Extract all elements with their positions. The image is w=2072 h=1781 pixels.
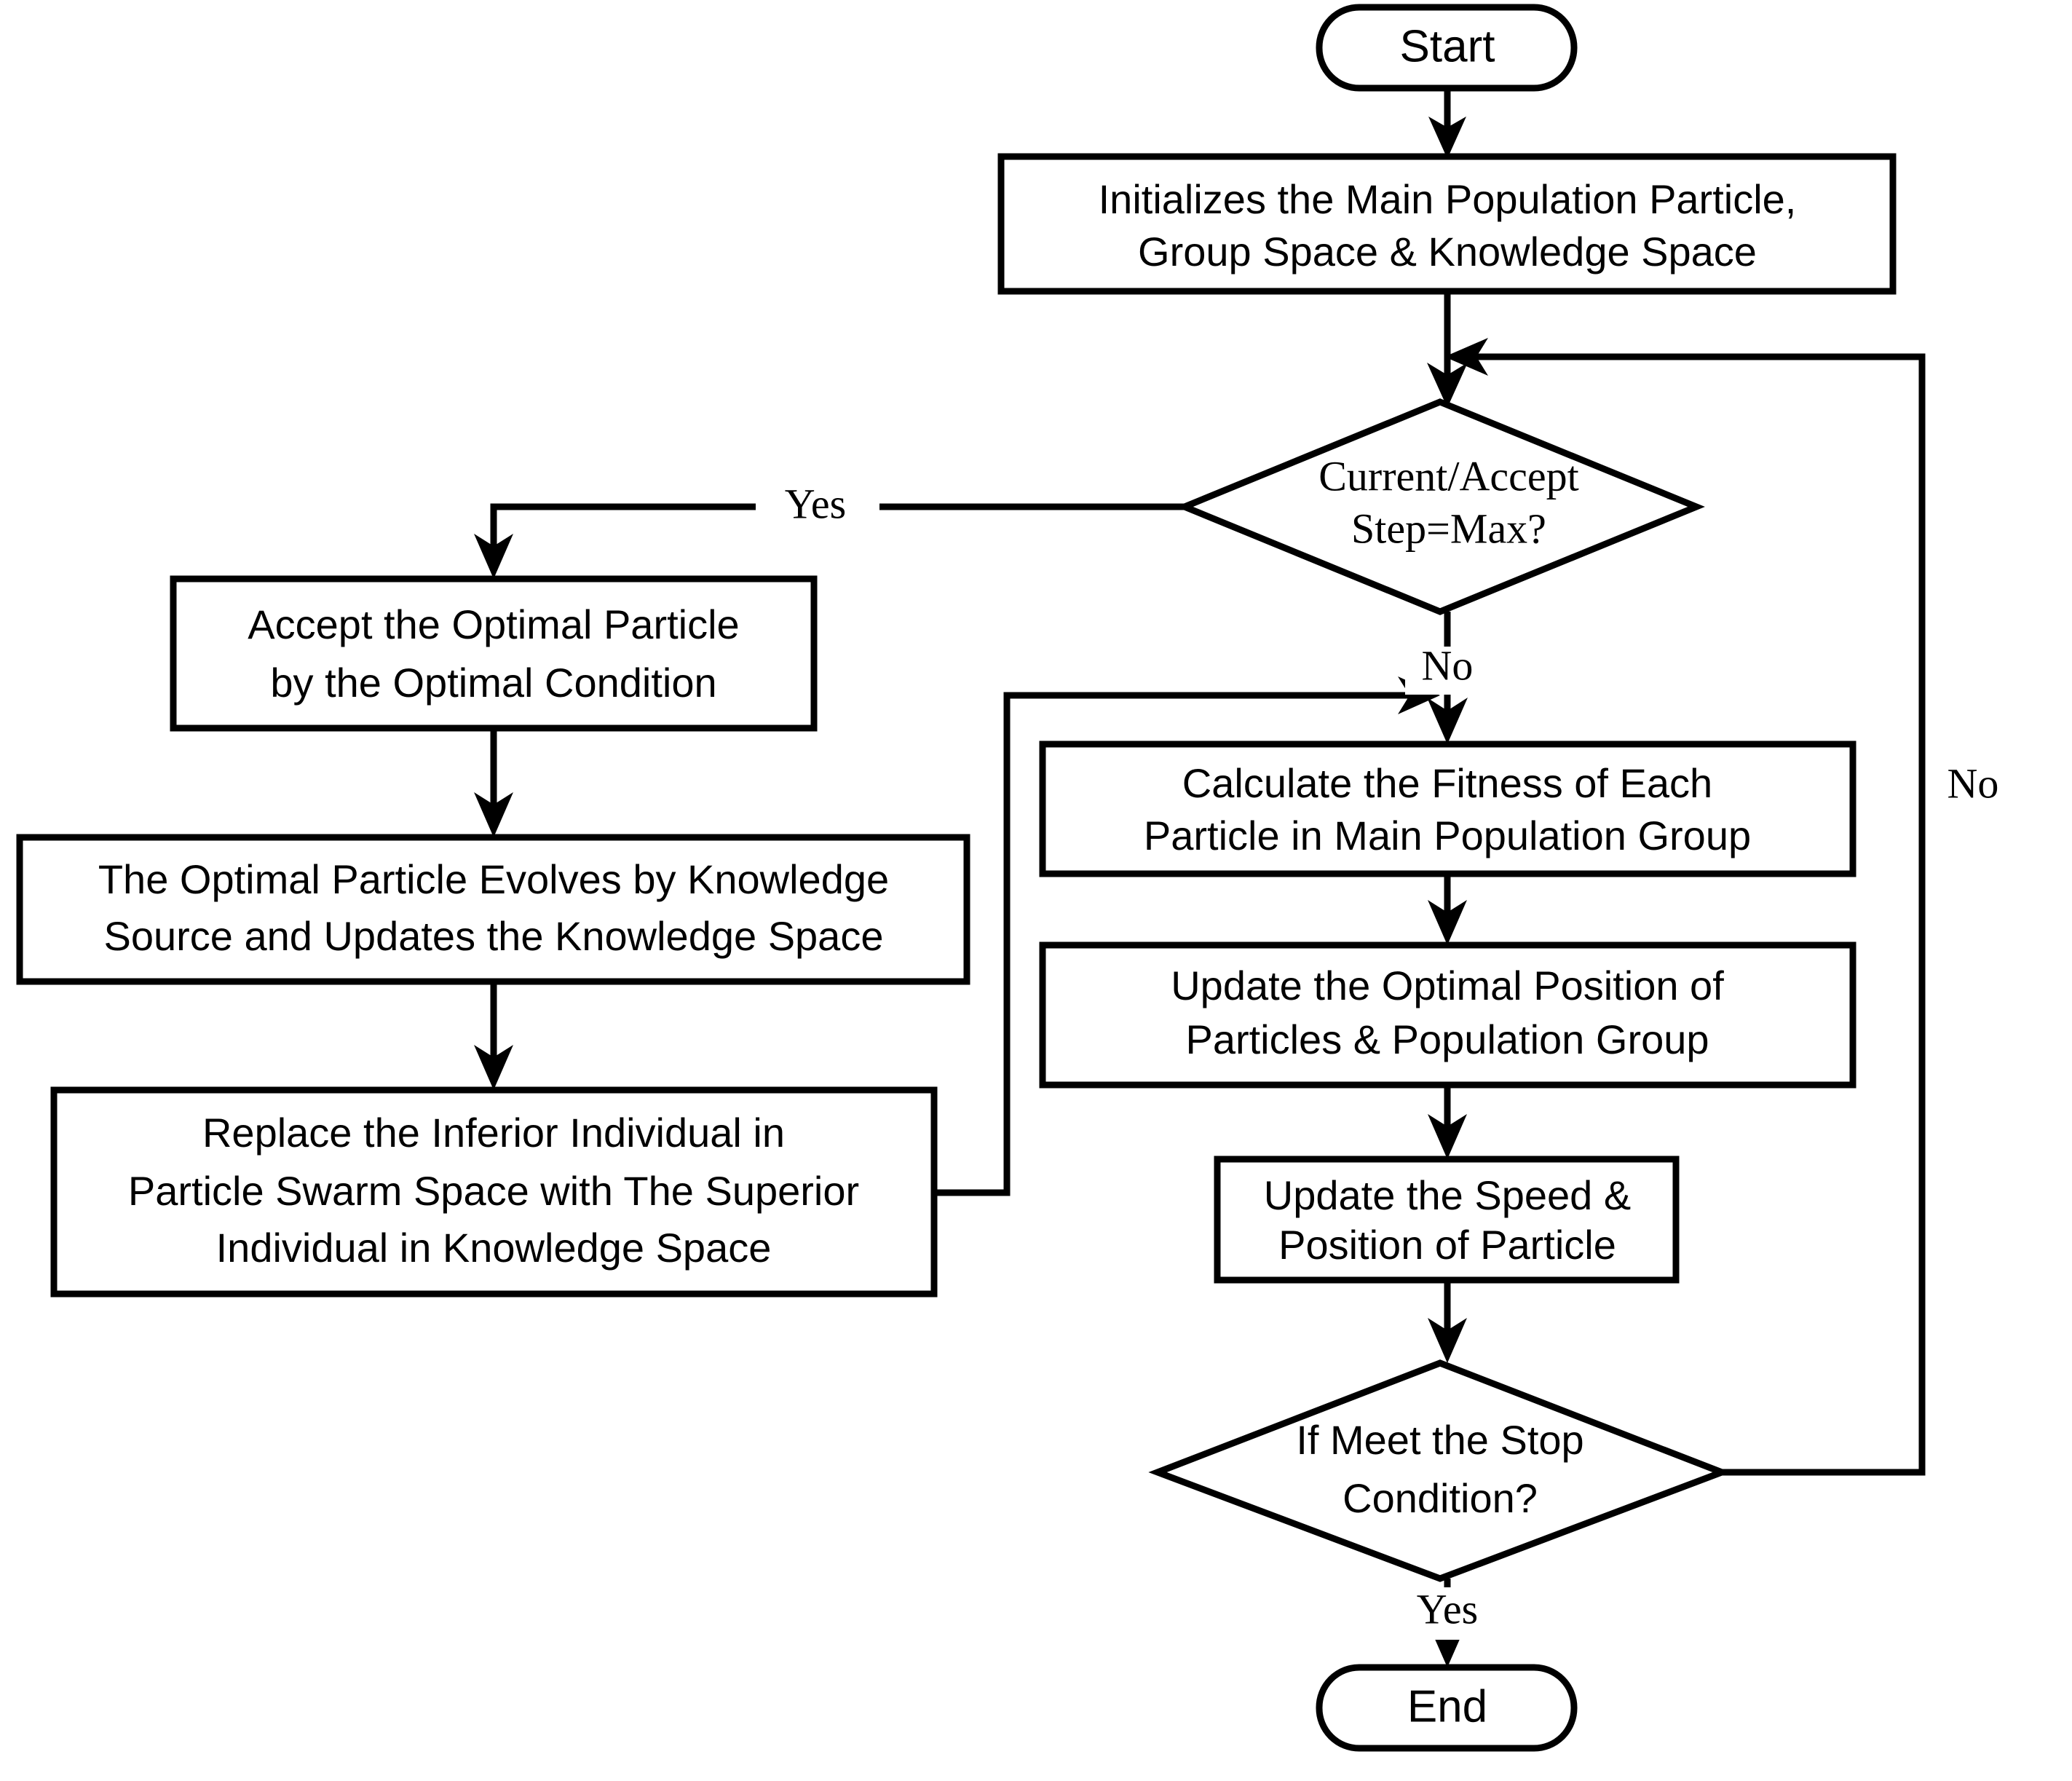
update-speed-position-box-shape [1214,1156,1680,1284]
decision-stop-line1: If Meet the Stop [1296,1417,1583,1463]
node-initialize[interactable]: Initializes the Main Population Particle… [997,153,1897,295]
decision-stop-diamond-shape [1148,1359,1731,1582]
evolve-knowledge-line1: The Optimal Particle Evolves by Knowledg… [98,856,889,902]
node-update-speed-position[interactable]: Update the Speed & Position of Particle [1214,1156,1680,1284]
decision-stop-line2: Condition? [1343,1475,1538,1521]
calculate-fitness-line1: Calculate the Fitness of Each [1182,760,1712,806]
edge-yes-to-accept [474,503,1185,579]
initialize-line1: Initializes the Main Population Particle… [1099,176,1797,222]
node-evolve-knowledge[interactable]: The Optimal Particle Evolves by Knowledg… [16,834,970,985]
update-speed-position-line2: Position of Particle [1278,1222,1616,1268]
start-terminator-shape [1316,4,1578,92]
edge-label-yes-to-end: Yes [1385,1585,1510,1640]
update-optimal-position-box-shape [1039,941,1857,1089]
node-replace-inferior[interactable]: Replace the Inferior Individual in Parti… [50,1086,938,1298]
evolve-knowledge-box-shape [16,834,970,985]
no-label-mask [1405,647,1491,695]
update-optimal-position-line1: Update the Optimal Position of [1171,963,1724,1008]
accept-optimal-box-shape [170,575,818,732]
initialize-line2: Group Space & Knowledge Space [1138,229,1757,275]
edge-fitness-to-update-position [1428,874,1467,945]
edge-initialize-to-decision [1427,291,1468,408]
initialize-box-shape [997,153,1897,295]
yes-end-label-mask [1385,1587,1510,1640]
end-terminator-shape [1316,1664,1578,1752]
node-accept-optimal[interactable]: Accept the Optimal Particle by the Optim… [170,575,818,732]
calculate-fitness-box-shape [1039,741,1857,877]
edge-update-position-to-speed [1428,1085,1467,1159]
edge-label-yes-to-accept: Yes [756,480,879,534]
edge-accept-to-evolve [474,728,513,837]
decision-step-line2: Step=Max? [1351,505,1546,552]
replace-inferior-line1: Replace the Inferior Individual in [202,1110,785,1156]
node-update-optimal-position[interactable]: Update the Optimal Position of Particles… [1039,941,1857,1089]
edge-speed-to-decision-stop [1428,1280,1467,1363]
calculate-fitness-line2: Particle in Main Population Group [1144,813,1751,858]
yes-label-mask [756,482,879,534]
evolve-knowledge-line2: Source and Updates the Knowledge Space [104,913,884,959]
start-label: Start [1400,21,1495,71]
edge-label-no-to-fitness: No [1405,641,1491,695]
no-loop-back-label: No [1948,759,1999,807]
yes-to-accept-label: Yes [785,480,846,527]
node-decision-stop[interactable]: If Meet the Stop Condition? [1148,1359,1731,1582]
no-to-fitness-label: No [1422,641,1474,689]
node-decision-step[interactable]: Current/Accept Step=Max? [1176,398,1705,615]
node-start[interactable]: Start [1316,4,1578,92]
decision-step-line1: Current/Accept [1318,452,1579,499]
replace-inferior-box-shape [50,1086,938,1298]
accept-optimal-line1: Accept the Optimal Particle [248,601,739,647]
edge-no-loop-back [1444,338,1926,1476]
decision-step-diamond-shape [1176,398,1705,615]
node-end[interactable]: End [1316,1664,1578,1752]
yes-to-end-label: Yes [1417,1585,1478,1632]
no-loop-label-mask [1928,762,2022,814]
replace-inferior-line3: Individual in Knowledge Space [216,1225,772,1271]
accept-optimal-line2: by the Optimal Condition [270,660,716,706]
edge-evolve-to-replace [474,982,513,1090]
edge-start-to-initialize [1428,88,1466,159]
edge-no-to-fitness [1427,612,1468,744]
end-label: End [1407,1681,1487,1731]
edge-label-no-loop-back: No [1928,759,2022,814]
replace-inferior-line2: Particle Swarm Space with The Superior [128,1168,859,1214]
update-optimal-position-line2: Particles & Population Group [1185,1016,1709,1062]
update-speed-position-line1: Update the Speed & [1264,1172,1631,1218]
node-calculate-fitness[interactable]: Calculate the Fitness of Each Particle i… [1039,741,1857,877]
